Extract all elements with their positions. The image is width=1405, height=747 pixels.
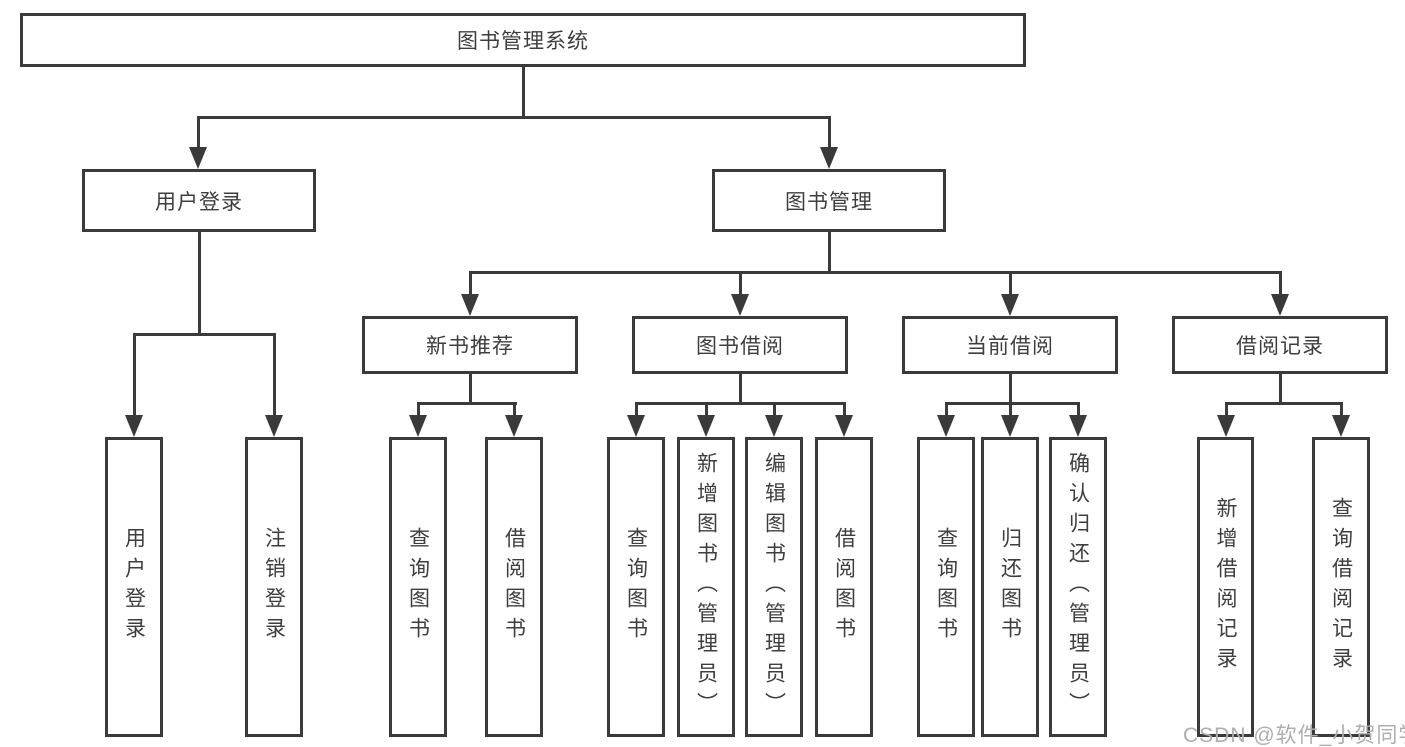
edge-drop-new-book xyxy=(469,271,472,294)
node-book-management-label: 图书管理 xyxy=(785,190,873,214)
arrowhead-down-icon xyxy=(125,415,143,437)
arrowhead-down-icon xyxy=(1271,294,1289,316)
arrowhead-down-icon xyxy=(937,415,955,437)
leaf-confirm-return-admin: 确认归还（管理员） xyxy=(1049,437,1107,737)
leaf-return-books-label: 归还图书 xyxy=(998,527,1022,647)
leaf-query-books-current-label: 查询图书 xyxy=(934,527,958,647)
edge-drop xyxy=(1340,402,1343,415)
leaf-add-book-admin-label: 新增图书（管理员） xyxy=(694,452,718,722)
node-root-label: 图书管理系统 xyxy=(457,30,589,53)
node-book-borrowing-label: 图书借阅 xyxy=(696,335,784,358)
edge-drop xyxy=(705,402,708,415)
leaf-borrow-books: 借阅图书 xyxy=(815,437,873,737)
node-new-book-recommend: 新书推荐 xyxy=(362,316,578,374)
edge-current-borrowing-stem xyxy=(1009,374,1012,404)
edge-drop-current-borrowing xyxy=(1009,271,1012,294)
edge-current-borrowing-bus xyxy=(945,402,1080,405)
leaf-add-borrow-record-label: 新增借阅记录 xyxy=(1214,497,1237,677)
edge-user-login-stem xyxy=(198,232,201,335)
leaf-add-book-admin: 新增图书（管理员） xyxy=(677,437,735,737)
edge-drop xyxy=(417,402,420,415)
arrowhead-down-icon xyxy=(265,415,283,437)
leaf-user-login: 用户登录 xyxy=(105,437,163,737)
edge-drop xyxy=(1077,402,1080,415)
arrowhead-down-icon xyxy=(1069,415,1087,437)
edge-drop xyxy=(945,402,948,415)
leaf-query-books-recommend: 查询图书 xyxy=(389,437,447,737)
arrowhead-down-icon xyxy=(627,415,645,437)
edge-book-management-stem xyxy=(828,232,831,273)
leaf-edit-book-admin-label: 编辑图书（管理员） xyxy=(762,452,786,722)
leaf-query-books-borrowing-label: 查询图书 xyxy=(624,527,648,647)
node-borrowing-records-label: 借阅记录 xyxy=(1236,335,1324,358)
node-book-management: 图书管理 xyxy=(712,169,946,232)
edge-root-stem xyxy=(522,66,525,118)
arrowhead-down-icon xyxy=(461,294,479,316)
edge-root-bus xyxy=(197,116,831,119)
leaf-borrow-books-label: 借阅图书 xyxy=(832,527,856,647)
leaf-query-books-borrowing: 查询图书 xyxy=(607,437,665,737)
node-book-borrowing: 图书借阅 xyxy=(632,316,848,374)
csdn-watermark: CSDN @软件_小贺同学 xyxy=(1183,724,1405,747)
arrowhead-down-icon xyxy=(505,415,523,437)
edge-drop-user-login xyxy=(197,116,200,148)
leaf-edit-book-admin: 编辑图书（管理员） xyxy=(745,437,803,737)
leaf-query-books-recommend-label: 查询图书 xyxy=(406,527,430,647)
edge-new-book-bus xyxy=(417,402,517,405)
leaf-borrow-books-recommend: 借阅图书 xyxy=(485,437,543,737)
node-borrowing-records: 借阅记录 xyxy=(1172,316,1388,374)
leaf-return-books: 归还图书 xyxy=(981,437,1039,737)
node-current-borrowing: 当前借阅 xyxy=(902,316,1118,374)
node-user-login-label: 用户登录 xyxy=(155,190,243,214)
edge-drop xyxy=(773,402,776,415)
leaf-query-borrow-record-label: 查询借阅记录 xyxy=(1329,497,1353,677)
edge-borrowing-records-stem xyxy=(1279,374,1282,404)
edge-drop xyxy=(843,402,846,415)
edge-book-borrowing-stem xyxy=(739,374,742,404)
edge-book-borrowing-bus xyxy=(635,402,846,405)
arrowhead-down-icon xyxy=(1001,294,1019,316)
leaf-confirm-return-admin-label: 确认归还（管理员） xyxy=(1066,452,1090,722)
node-root: 图书管理系统 xyxy=(20,13,1026,67)
leaf-add-borrow-record: 新增借阅记录 xyxy=(1197,437,1254,737)
edge-book-management-bus xyxy=(469,271,1282,274)
edge-new-book-stem xyxy=(469,374,472,404)
node-user-login: 用户登录 xyxy=(82,169,316,232)
edge-drop xyxy=(1009,402,1012,415)
edge-drop xyxy=(635,402,638,415)
arrowhead-down-icon xyxy=(1001,415,1019,437)
arrowhead-down-icon xyxy=(1332,415,1350,437)
node-new-book-recommend-label: 新书推荐 xyxy=(426,335,514,358)
edge-drop-leaf-logout xyxy=(273,333,276,415)
node-current-borrowing-label: 当前借阅 xyxy=(966,335,1054,358)
leaf-query-borrow-record: 查询借阅记录 xyxy=(1312,437,1370,737)
edge-drop xyxy=(513,402,516,415)
leaf-user-login-label: 用户登录 xyxy=(122,527,146,647)
leaf-logout-label: 注销登录 xyxy=(262,527,286,647)
arrowhead-down-icon xyxy=(835,415,853,437)
arrowhead-down-icon xyxy=(697,415,715,437)
arrowhead-down-icon xyxy=(820,147,838,169)
edge-drop xyxy=(1225,402,1228,415)
arrowhead-down-icon xyxy=(1217,415,1235,437)
arrowhead-down-icon xyxy=(409,415,427,437)
leaf-borrow-books-recommend-label: 借阅图书 xyxy=(502,527,526,647)
edge-user-login-bus xyxy=(133,333,276,336)
edge-drop-leaf-user-login xyxy=(133,333,136,415)
edge-drop-book-borrowing xyxy=(739,271,742,294)
arrowhead-down-icon xyxy=(731,294,749,316)
edge-drop-book-management xyxy=(828,116,831,148)
edge-drop-borrowing-records xyxy=(1279,271,1282,294)
leaf-logout: 注销登录 xyxy=(245,437,303,737)
edge-borrowing-records-bus xyxy=(1225,402,1343,405)
leaf-query-books-current: 查询图书 xyxy=(917,437,975,737)
arrowhead-down-icon xyxy=(765,415,783,437)
arrowhead-down-icon xyxy=(189,147,207,169)
